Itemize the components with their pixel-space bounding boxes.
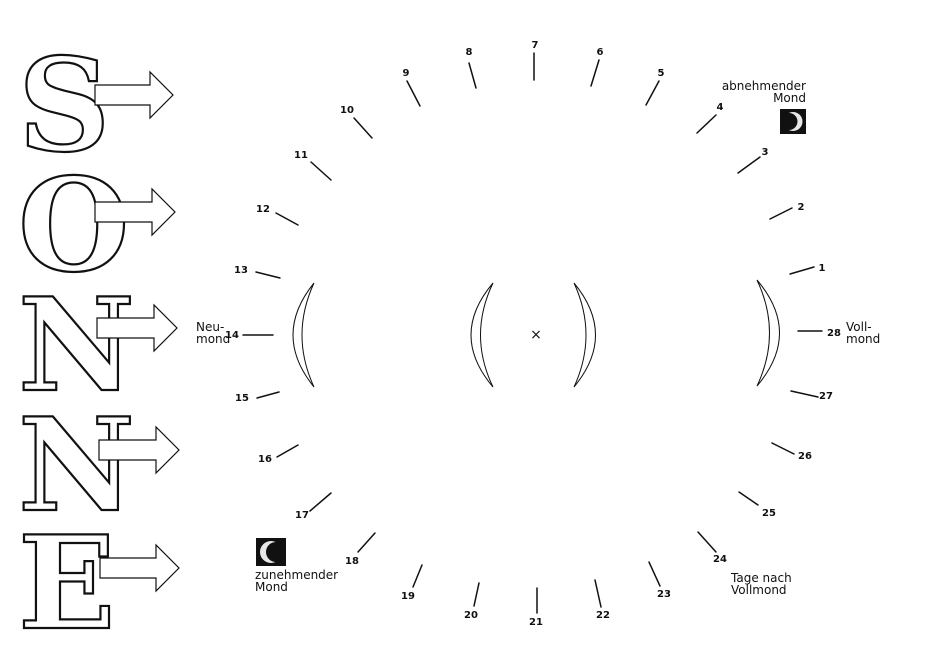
crescent-right-icon: [756, 279, 780, 387]
day-label: 9: [403, 68, 410, 79]
arrow-icon: [98, 425, 180, 475]
day-tick: [275, 212, 299, 226]
note-after-line1: Tage nach: [730, 571, 792, 585]
sonne-letter-o: O: [18, 151, 130, 301]
day-tick: [790, 390, 819, 398]
day-label: 26: [798, 451, 812, 462]
center-mark: ×: [530, 327, 542, 343]
day-tick: [590, 59, 600, 87]
day-tick: [353, 117, 373, 139]
day-tick: [738, 491, 759, 506]
day-tick: [789, 266, 815, 275]
note-waning-line1: abnehmender: [722, 79, 806, 93]
sunlight-arrows: [94, 70, 180, 593]
day-tick: [737, 156, 761, 174]
day-tick: [594, 579, 602, 608]
day-label: 28: [827, 328, 841, 339]
day-tick: [309, 492, 332, 512]
day-label: 18: [345, 556, 359, 567]
day-tick: [648, 561, 661, 587]
crescent-center-left-icon: [470, 282, 494, 388]
annotations: abnehmender Mond zunehmender Mond Neu- m…: [196, 79, 880, 597]
note-waxing-line2: Mond: [255, 580, 288, 594]
arrow-icon: [94, 70, 174, 120]
note-new-line1: Neu-: [196, 320, 224, 334]
moon-picture-waxing-icon: [256, 538, 286, 566]
moon-picture-waning-icon: [780, 109, 806, 134]
day-label: 22: [596, 610, 610, 621]
day-tick: [771, 442, 795, 455]
sonne-letter-s: S: [18, 31, 110, 181]
crescent-left-icon: [292, 282, 315, 388]
day-tick: [696, 114, 717, 134]
day-tick: [645, 80, 660, 106]
arrow-icon: [94, 187, 176, 237]
note-waxing-line1: zunehmender: [255, 568, 338, 582]
day-tick: [310, 161, 332, 181]
sonne-letter-n2: N: [18, 391, 135, 541]
day-tick: [256, 391, 280, 399]
day-label: 15: [235, 393, 249, 404]
day-label: 20: [464, 610, 478, 621]
day-labels: 1234567891011121314151617181920212223242…: [225, 40, 841, 628]
day-tick: [412, 564, 423, 588]
day-ticks: [242, 52, 823, 614]
sonne-title: S O N N E: [17, 30, 136, 648]
day-tick: [406, 80, 421, 107]
day-label: 5: [658, 68, 665, 79]
day-label: 11: [294, 150, 308, 161]
note-after-line2: Vollmond: [731, 583, 787, 597]
day-label: 27: [819, 391, 833, 402]
crescent-center-right-icon: [573, 282, 596, 388]
day-label: 3: [762, 147, 769, 158]
day-tick: [468, 62, 477, 89]
arrow-icon: [99, 543, 180, 593]
day-tick: [473, 582, 480, 607]
day-label: 23: [657, 589, 671, 600]
note-new-line2: mond: [196, 332, 230, 346]
day-label: 24: [713, 554, 727, 565]
sonne-letter-n1: N: [18, 271, 135, 421]
note-full-line2: mond: [846, 332, 880, 346]
day-label: 2: [798, 202, 805, 213]
day-tick: [357, 532, 376, 553]
crescents: [292, 279, 780, 388]
day-label: 1: [819, 263, 826, 274]
arrow-icon: [96, 303, 178, 353]
day-tick: [255, 271, 281, 279]
note-full-line1: Voll-: [846, 320, 872, 334]
day-label: 19: [401, 591, 415, 602]
day-label: 12: [256, 204, 270, 215]
day-label: 10: [340, 105, 354, 116]
day-label: 25: [762, 508, 776, 519]
day-tick: [769, 207, 793, 220]
day-label: 6: [597, 47, 604, 58]
day-label: 4: [717, 102, 724, 113]
day-label: 21: [529, 617, 543, 628]
day-tick: [697, 531, 717, 553]
day-tick: [276, 444, 299, 458]
day-label: 8: [466, 47, 473, 58]
day-label: 17: [295, 510, 309, 521]
note-waning-line2: Mond: [773, 91, 806, 105]
day-label: 13: [234, 265, 248, 276]
day-label: 16: [258, 454, 272, 465]
day-label: 14: [225, 330, 239, 341]
day-label: 7: [532, 40, 539, 51]
